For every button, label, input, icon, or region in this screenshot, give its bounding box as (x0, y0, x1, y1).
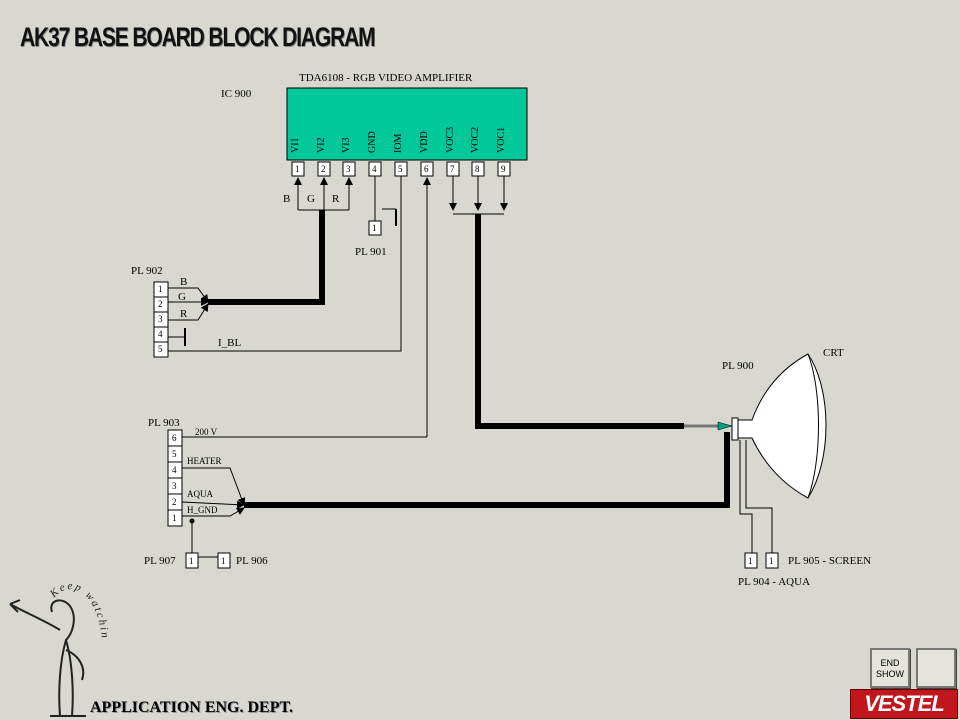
brand-logo: VESTEL (850, 689, 958, 719)
pl901-ground-symbol (382, 208, 397, 226)
pl902-pin-number: 3 (158, 314, 163, 324)
ic-pin-number: 5 (398, 164, 403, 174)
ic-pin-label: VOC3 (445, 126, 456, 153)
pl903-pin-number: 1 (172, 513, 177, 523)
pl906-pin-number: 1 (221, 556, 226, 566)
ic-name-label: TDA6108 - RGB VIDEO AMPLIFIER (299, 72, 473, 84)
voc-output-wires (449, 176, 508, 215)
ibl-label: I_BL (218, 337, 242, 349)
ic-pin-number: 1 (295, 164, 300, 174)
ic-pin-label: VI2 (316, 137, 327, 153)
ic-pin-number: 3 (346, 164, 351, 174)
ic-input-label-r: R (332, 193, 340, 205)
hgnd-label: H_GND (187, 505, 218, 515)
crt-neck-tip (717, 421, 733, 431)
pl903-connector (167, 429, 183, 527)
mascot-figure (9, 599, 86, 717)
pl907-pin-number: 1 (189, 556, 194, 566)
pl905-pin-number: 1 (769, 556, 774, 566)
crt-label: CRT (823, 347, 844, 359)
aqua-label: AQUA (187, 489, 213, 499)
pl905-pin-box (765, 552, 779, 569)
ic-pin-number: 4 (372, 164, 377, 174)
ic-pin-number: 6 (424, 164, 429, 174)
crt-aqua-screen-wires (739, 440, 773, 553)
pl903-pin-number: 3 (172, 481, 177, 491)
pl904-pin-box (744, 552, 758, 569)
bgr-input-wires (294, 177, 353, 211)
ic-ref-label: IC 900 (221, 88, 252, 100)
pl903-pin-number: 5 (172, 449, 177, 459)
ic-pin-boxes (291, 161, 511, 177)
voc-bus-to-crt (475, 214, 684, 429)
pl901-pin-number: 1 (372, 223, 377, 233)
pl903-pin-number: 4 (172, 465, 177, 475)
v200-label: 200 V (195, 427, 218, 437)
pl904-label: PL 904 - AQUA (738, 576, 811, 588)
ic-pin-number: 2 (321, 164, 326, 174)
pl906-label: PL 906 (236, 555, 268, 567)
heater-label: HEATER (187, 456, 222, 466)
page-title: AK37 BASE BOARD BLOCK DIAGRAM (20, 22, 376, 52)
pl902-signal-g: G (178, 291, 186, 303)
svg-text:Keep watching us: Keep watching us (0, 0, 111, 640)
pl907-label: PL 907 (144, 555, 176, 567)
mascot-slogan-arc: Keep watching us (0, 0, 111, 640)
ic-pin-number: 9 (501, 164, 506, 174)
pl903-junction-dot (189, 518, 195, 524)
pl903-pin-number: 6 (172, 433, 177, 443)
pl906-pin-box (217, 552, 231, 569)
pl903-pin-number: 2 (172, 497, 177, 507)
ibl-wire (168, 176, 402, 352)
ic-pin-label: GND (367, 131, 378, 153)
ic-pin-label: VDD (419, 131, 430, 153)
pl902-signal-b: B (180, 276, 188, 288)
pl902-pin-number: 4 (158, 329, 163, 339)
pl901-label: PL 901 (355, 246, 387, 258)
heater-bus-to-crt (244, 432, 730, 508)
end-show-line1: END (880, 658, 900, 668)
pl904-pin-number: 1 (748, 556, 753, 566)
pl902-pin-number: 2 (158, 299, 163, 309)
ic-pin-label: VI1 (290, 137, 301, 153)
pl902-bgr-wires (168, 287, 209, 338)
pl902-label: PL 902 (131, 265, 163, 277)
pl900-label: PL 900 (722, 360, 754, 372)
department-label: APPLICATION ENG. DEPT. (90, 699, 293, 716)
ic-pin-label: VOC2 (470, 126, 481, 153)
pl902-signal-r: R (180, 308, 188, 320)
ic-input-label-g: G (307, 193, 315, 205)
end-show-line2: SHOW (876, 669, 904, 679)
pl907-pin-box (185, 552, 199, 569)
ic-pin-number: 8 (475, 164, 480, 174)
pl902-pin-number: 5 (158, 344, 163, 354)
end-show-button[interactable]: END SHOW (870, 648, 910, 688)
ic-input-label-b: B (283, 193, 291, 205)
ic-body (286, 87, 528, 161)
pl906-pl907-wire (191, 521, 218, 558)
ic-pin-label: VOC1 (496, 126, 507, 153)
crt-tube (731, 353, 827, 499)
pl903-wires (181, 467, 246, 517)
pl902-pin-number: 1 (158, 284, 163, 294)
pl905-label: PL 905 - SCREEN (788, 555, 872, 567)
next-slide-button[interactable] (916, 648, 956, 688)
ic-pin-label: IOM (393, 133, 404, 153)
pl901-pin-box (368, 220, 382, 236)
pl902-connector (153, 281, 169, 358)
pl903-label: PL 903 (148, 417, 180, 429)
slogan-text: Keep watching us (0, 0, 109, 640)
ic-pin-number: 7 (450, 164, 455, 174)
ic-pin-label: VI3 (341, 137, 352, 153)
